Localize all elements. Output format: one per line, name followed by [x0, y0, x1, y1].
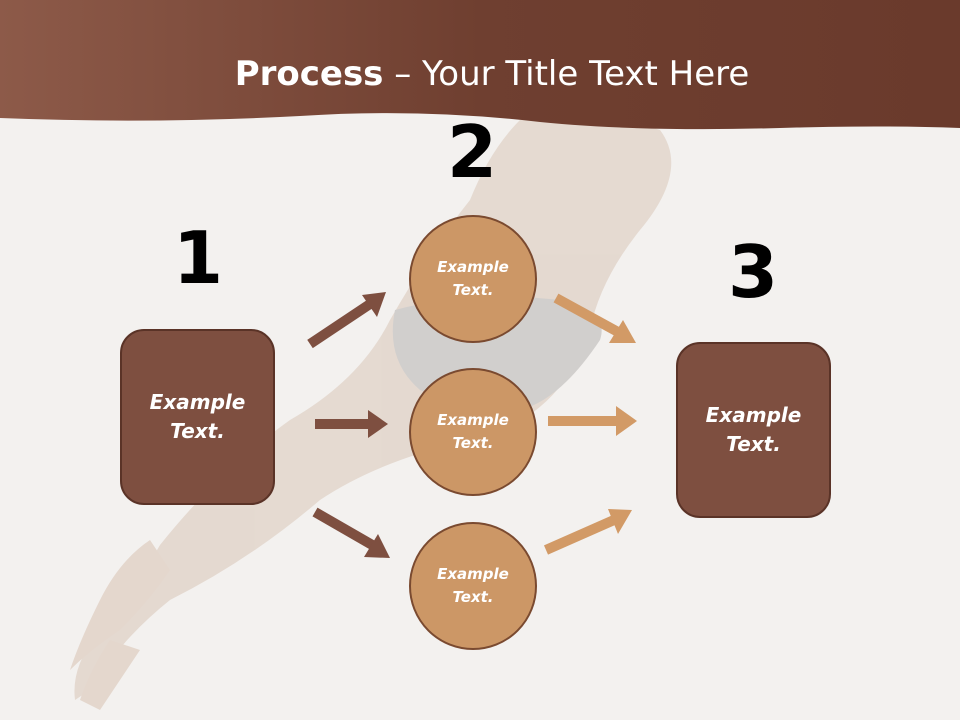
step-number-3: 3 [727, 230, 779, 314]
circle-middle: Example Text. [409, 368, 537, 496]
step-number-2: 2 [446, 110, 498, 194]
arrow-right-down [553, 293, 636, 343]
arrow-left-down [312, 507, 390, 558]
right-box: Example Text. [676, 342, 831, 518]
arrow-right-up [543, 509, 632, 555]
slide-title: Process – Your Title Text Here [0, 52, 960, 96]
step-number-1: 1 [172, 216, 224, 300]
title-rest: – Your Title Text Here [383, 54, 750, 94]
title-bold: Process [234, 54, 384, 94]
arrow-left-up [307, 292, 386, 349]
arrow-right-middle [548, 406, 637, 436]
left-box: Example Text. [120, 329, 275, 505]
arrow-left-middle [315, 410, 388, 438]
circle-bottom: Example Text. [409, 522, 537, 650]
circle-top: Example Text. [409, 215, 537, 343]
